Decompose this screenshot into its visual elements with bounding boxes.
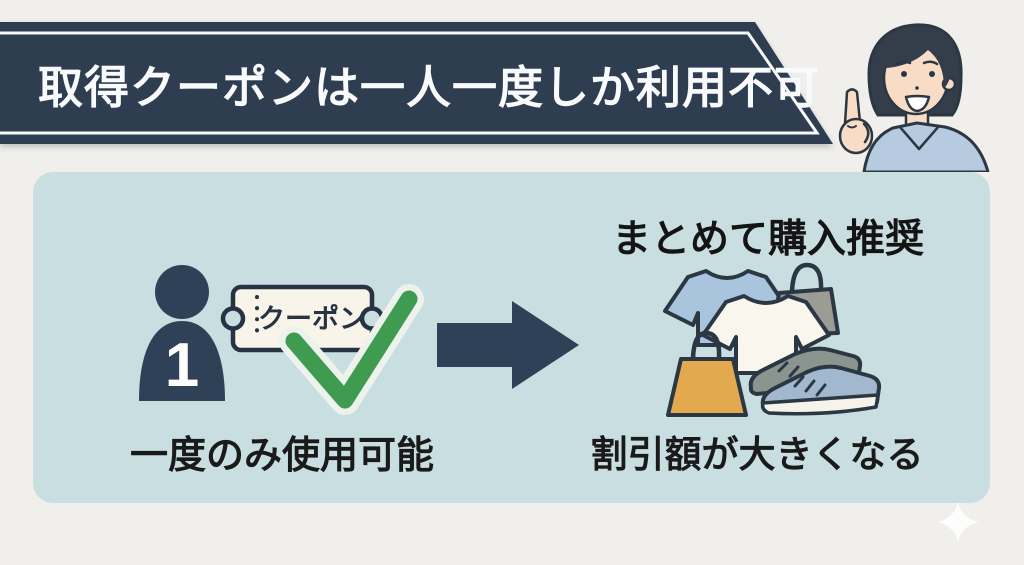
eye-right: [929, 71, 935, 77]
checkmark-icon: [279, 284, 424, 415]
vneck-line: [899, 125, 940, 151]
hair-bangs: [882, 38, 950, 88]
coupon-label: クーポン: [258, 304, 366, 334]
nose: [915, 86, 919, 90]
banner-ribbon: [0, 22, 833, 144]
shopping-items-icon: [663, 262, 882, 417]
sneakers-icon: [748, 346, 882, 416]
pointing-hand-icon: [838, 88, 874, 155]
woman-illustration: [838, 23, 990, 172]
right-heading: まとめて購入推奨: [611, 218, 924, 261]
left-caption: 一度のみ使用可能: [129, 435, 434, 477]
banner-shape: [0, 22, 833, 144]
arrow-right-icon: [437, 301, 579, 389]
banner-inner-border: [0, 31, 820, 135]
mouth: [904, 94, 931, 113]
coupon-once-graphic: 1 クーポン: [139, 265, 424, 415]
eye-left: [901, 71, 907, 77]
tshirt-white-icon: [701, 294, 831, 375]
banner-title: 取得クーポンは一人一度しか利用不可: [38, 62, 821, 113]
right-caption: 割引額が大きくなる: [590, 434, 924, 475]
eyebrow-right: [922, 60, 939, 66]
single-user-icon: 1: [139, 265, 225, 401]
bag-orange-icon: [666, 330, 748, 417]
user-count-badge: 1: [165, 331, 199, 400]
coupon-ticket-icon: クーポン: [220, 284, 385, 353]
sweater: [862, 121, 990, 172]
sparkle-icon: [937, 501, 979, 543]
eyebrow-left: [895, 60, 912, 66]
